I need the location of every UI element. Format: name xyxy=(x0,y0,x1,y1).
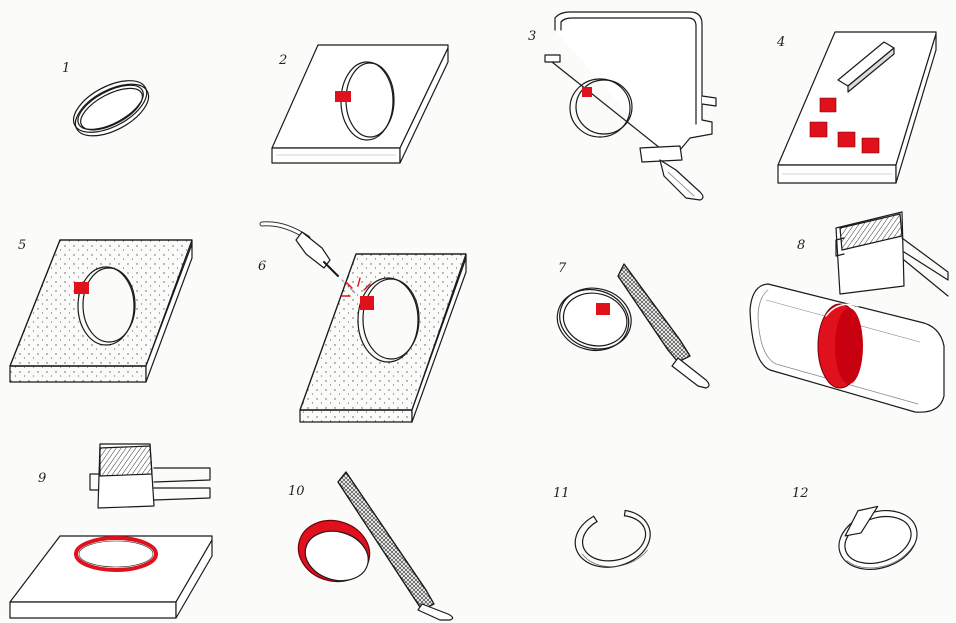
step-11-open-ring-icon: 11 xyxy=(553,486,656,575)
step-9-hammer-flatten-icon: 9 xyxy=(10,444,212,618)
step-number: 2 xyxy=(278,53,287,68)
step-number: 12 xyxy=(792,486,809,501)
step-number: 7 xyxy=(558,261,567,276)
step-6-soldering-torch-icon: 6 xyxy=(258,224,466,422)
step-12-overlap-ring-icon: 12 xyxy=(792,486,925,579)
step-number: 8 xyxy=(797,238,805,253)
step-number: 3 xyxy=(528,29,536,44)
step-number: 9 xyxy=(38,471,46,486)
step-number: 4 xyxy=(776,35,785,50)
step-10-file-finish-icon: 10 xyxy=(288,472,453,620)
step-7-file-and-ring-icon: 7 xyxy=(551,261,709,388)
step-2-ring-on-plate-icon: 2 xyxy=(272,45,448,163)
step-8-mandrel-hammer-icon: 8 xyxy=(750,212,948,412)
step-number: 5 xyxy=(18,238,26,253)
step-number: 6 xyxy=(258,259,266,274)
step-5-ring-on-asbestos-plate-icon: 5 xyxy=(10,238,192,382)
step-number: 1 xyxy=(62,61,70,76)
step-3-jewelers-saw-icon: 3 xyxy=(528,12,716,200)
step-number: 10 xyxy=(288,484,305,499)
step-1-ring-icon: 1 xyxy=(62,61,157,146)
step-number: 11 xyxy=(553,486,570,501)
step-4-solder-pieces-icon: 4 xyxy=(776,32,936,183)
cropped-heading xyxy=(0,0,470,14)
